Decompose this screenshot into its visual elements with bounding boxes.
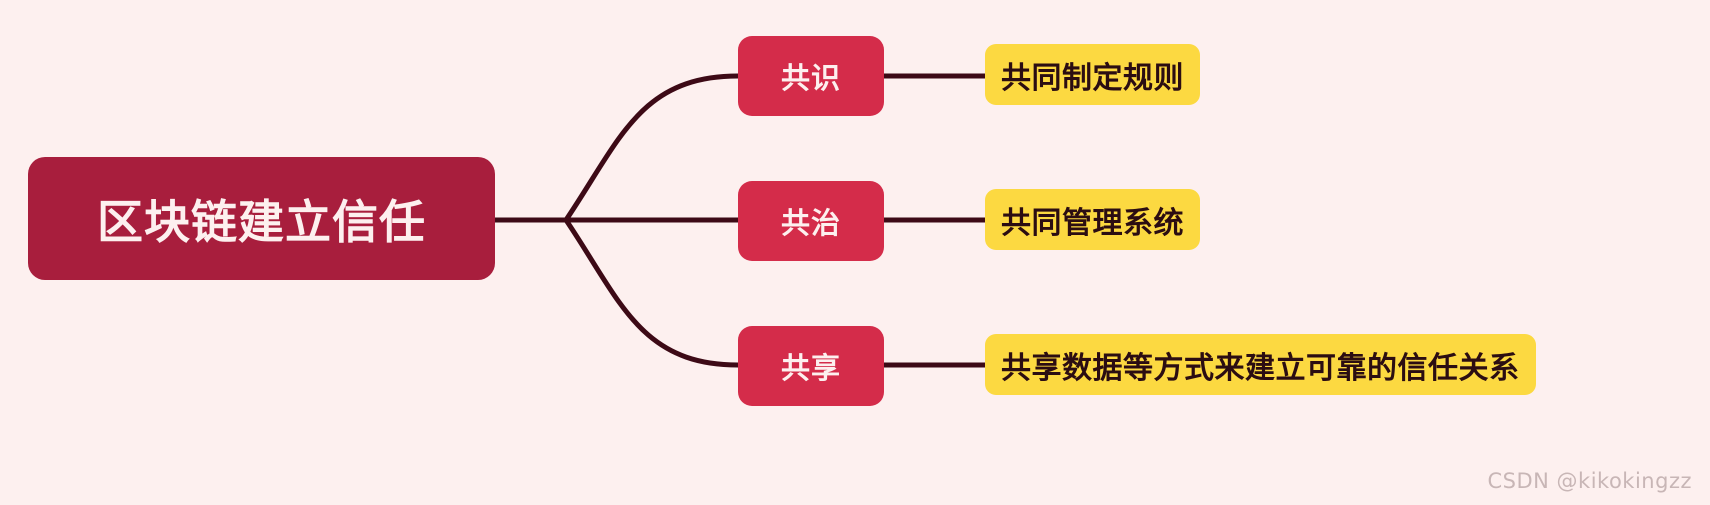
branch-node-label: 共识 xyxy=(780,63,841,95)
root-node-label: 区块链建立信任 xyxy=(97,195,426,248)
leaf-node-governance-detail[interactable]: 共同管理系统 xyxy=(985,189,1200,250)
branch-node-sharing[interactable]: 共享 xyxy=(738,326,884,406)
watermark: CSDN @kikokingzz xyxy=(1487,469,1692,493)
leaf-node-consensus-detail[interactable]: 共同制定规则 xyxy=(985,44,1200,105)
connector-branch-2 xyxy=(563,217,741,368)
branch-node-governance[interactable]: 共治 xyxy=(738,181,884,261)
leaf-node-label: 共享数据等方式来建立可靠的信任关系 xyxy=(1001,351,1520,385)
connector-branch-0 xyxy=(563,73,741,223)
branch-node-consensus[interactable]: 共识 xyxy=(738,36,884,116)
leaf-node-sharing-detail[interactable]: 共享数据等方式来建立可靠的信任关系 xyxy=(985,334,1536,395)
branch-node-label: 共享 xyxy=(780,353,841,385)
root-node[interactable]: 区块链建立信任 xyxy=(28,157,495,280)
leaf-node-label: 共同制定规则 xyxy=(1001,61,1184,95)
branch-node-label: 共治 xyxy=(780,208,841,240)
leaf-node-label: 共同管理系统 xyxy=(1001,206,1184,240)
